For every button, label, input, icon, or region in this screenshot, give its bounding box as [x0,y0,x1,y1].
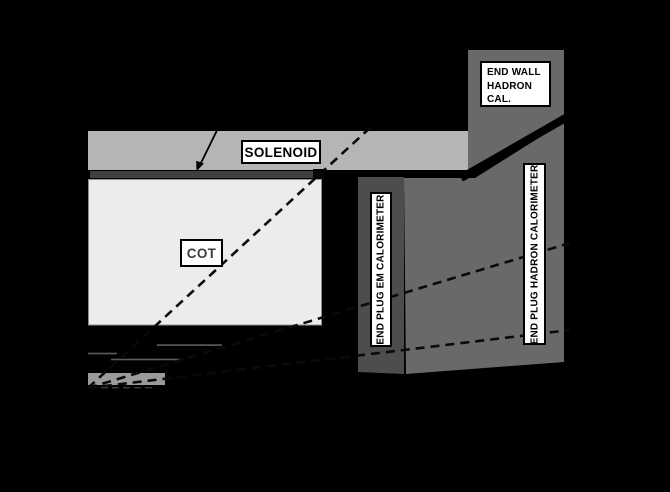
end-wall-label: END WALL HADRON CAL. [487,67,541,105]
arrowhead-icon [196,160,204,172]
cot-label-box: COT [180,239,223,267]
end-wall-plug-divider-line [459,112,571,182]
cot-label: COT [186,245,217,261]
solenoid-coil-end-cap [313,169,324,179]
solenoid-label-box: SOLENOID [241,140,321,164]
end-plug-em-label-box: END PLUG EM CALORIMETER [370,192,392,347]
end-wall-label-box: END WALL HADRON CAL. [480,61,551,107]
end-plug-em-label: END PLUG EM CALORIMETER [375,194,387,345]
eta-line-3 [87,328,571,390]
eta-line-2 [87,241,571,390]
end-plug-hadron-label: END PLUG HADRON CALORIMETER [529,164,540,344]
end-plug-hadron-label-box: END PLUG HADRON CALORIMETER [523,163,546,345]
solenoid-label: SOLENOID [244,144,318,160]
silicon-layer-line [111,358,183,361]
solenoid-pointer-arrow [196,113,226,172]
solenoid-coil-strip [90,171,316,178]
eta-line-1 [87,125,373,389]
silicon-layer-line [157,344,222,346]
silicon-layer-line [88,352,117,355]
cot-region [88,179,322,326]
